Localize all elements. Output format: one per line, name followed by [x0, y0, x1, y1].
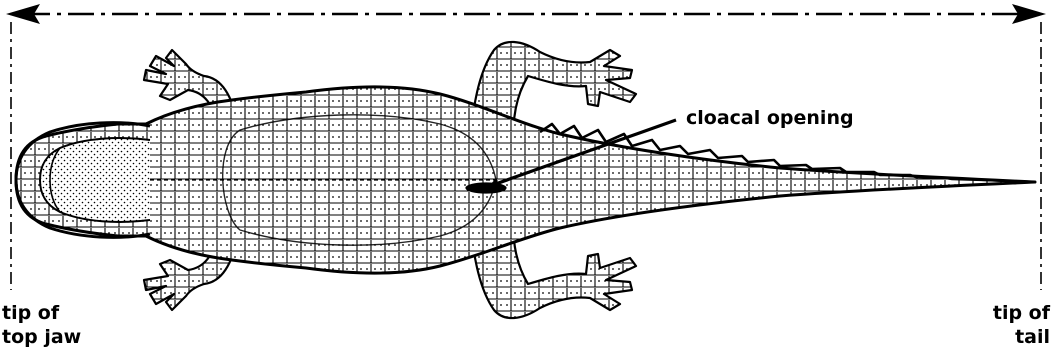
alligator-illustration — [16, 42, 1035, 318]
tip-of-tail-label: tip of tail — [993, 301, 1050, 349]
tip-of-top-jaw-line-1: tip of — [2, 301, 81, 325]
tip-of-top-jaw-label: tip of top jaw — [2, 301, 81, 349]
cloacal-opening-slit — [466, 183, 506, 193]
tip-of-top-jaw-line-2: top jaw — [2, 325, 81, 349]
tip-of-tail-line-2: tail — [993, 325, 1050, 349]
cloacal-opening-label: cloacal opening — [686, 106, 854, 130]
tip-of-tail-line-1: tip of — [993, 301, 1050, 325]
alligator-body-outline — [16, 87, 1035, 273]
